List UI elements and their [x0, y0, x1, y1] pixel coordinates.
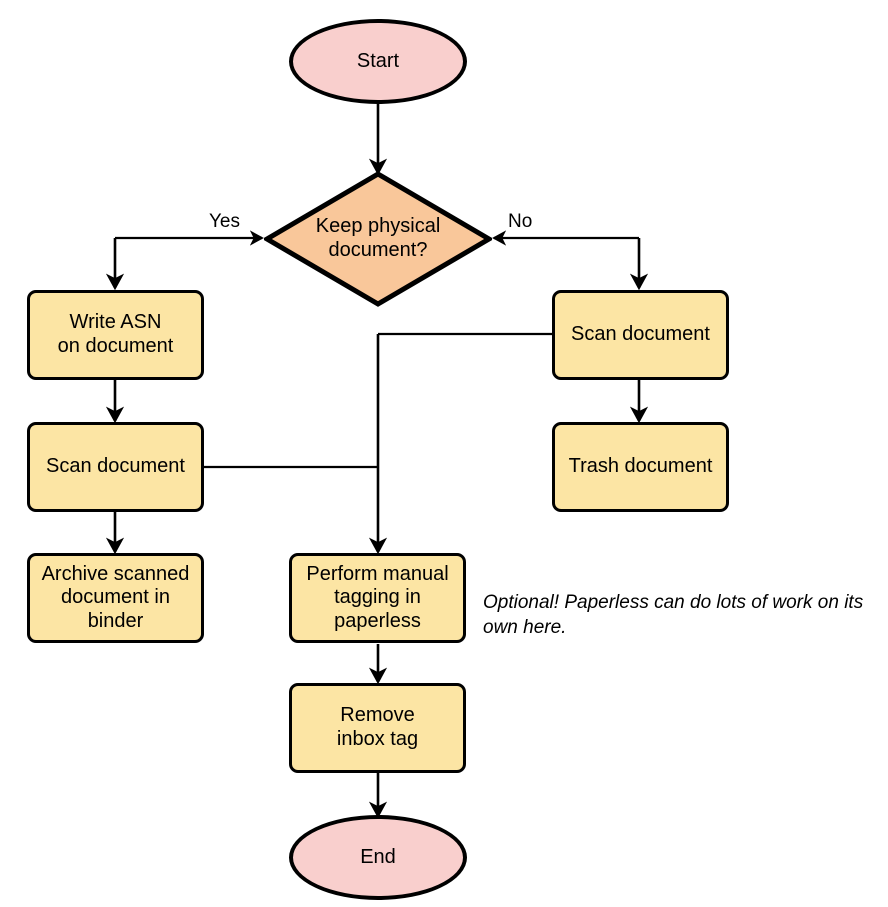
- edge-label-no: No: [508, 211, 533, 232]
- node-end[interactable]: End: [289, 815, 467, 900]
- node-scan-document-right[interactable]: Scan document: [552, 290, 729, 380]
- node-trash-document-label: Trash document: [568, 455, 713, 478]
- node-scan-document-right-label: Scan document: [571, 323, 710, 346]
- node-archive-binder-label: Archive scanned document in binder: [41, 562, 190, 632]
- node-scan-document-left[interactable]: Scan document: [27, 422, 204, 512]
- node-manual-tagging-label: Perform manual tagging in paperless: [306, 562, 449, 632]
- node-start-label: Start: [356, 49, 400, 72]
- annotation-note: Optional! Paperless can do lots of work …: [483, 592, 864, 638]
- node-keep-physical-document-label: Keep physical document?: [315, 215, 441, 261]
- edge-label-yes: Yes: [209, 211, 240, 232]
- diamond-shape: [264, 171, 492, 307]
- node-trash-document[interactable]: Trash document: [552, 422, 729, 512]
- node-archive-binder[interactable]: Archive scanned document in binder: [27, 553, 204, 643]
- node-start[interactable]: Start: [289, 19, 467, 104]
- node-manual-tagging[interactable]: Perform manual tagging in paperless: [289, 553, 466, 643]
- node-end-label: End: [360, 845, 396, 868]
- node-remove-inbox-tag-label: Remove inbox tag: [336, 704, 419, 750]
- node-keep-physical-document[interactable]: Keep physical document?: [264, 171, 492, 307]
- node-remove-inbox-tag[interactable]: Remove inbox tag: [289, 683, 466, 773]
- node-scan-document-left-label: Scan document: [46, 455, 185, 478]
- node-write-asn-label: Write ASN on document: [57, 311, 174, 357]
- node-write-asn[interactable]: Write ASN on document: [27, 290, 204, 380]
